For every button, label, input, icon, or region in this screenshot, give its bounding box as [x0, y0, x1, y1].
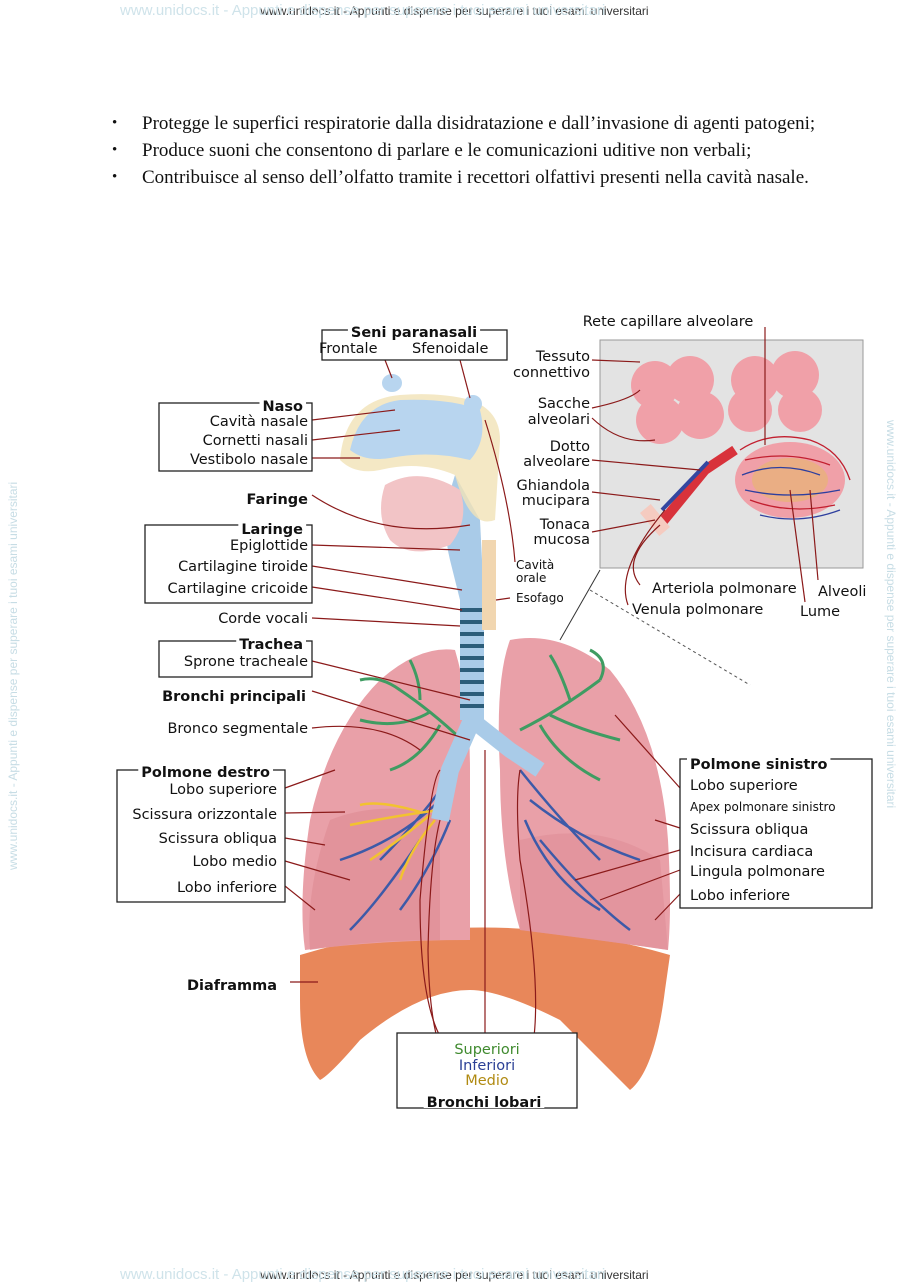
laringe-title: Laringe	[241, 522, 303, 538]
ghiandola-label: mucipara	[522, 493, 590, 509]
bronchi-lobari-title: Bronchi lobari	[427, 1095, 542, 1111]
diaphragm	[300, 927, 670, 1090]
venula-label: Venula polmonare	[632, 602, 763, 618]
lume-label: Lume	[800, 604, 840, 620]
bronchi-inferiori-label: Inferiori	[459, 1058, 515, 1074]
polmone-destro-title: Polmone destro	[141, 765, 270, 781]
naso-box	[158, 402, 313, 472]
polmone-destro-item: Lobo superiore	[169, 782, 277, 798]
dotto-label: Dotto	[550, 439, 590, 455]
seni-sfenoidale: Sfenoidale	[412, 341, 488, 357]
naso-item: Cavità nasale	[210, 414, 308, 430]
faringe-label: Faringe	[247, 492, 309, 508]
anatomy-drawing	[300, 339, 864, 1090]
tonaca-label: Tonaca	[539, 517, 590, 533]
polmone-destro-item: Scissura obliqua	[159, 831, 277, 847]
polmone-sinistro-title: Polmone sinistro	[690, 757, 827, 773]
polmone-destro-item: Scissura orizzontale	[132, 807, 277, 823]
polmone-sinistro-item: Lingula polmonare	[690, 864, 825, 880]
tonaca-label: mucosa	[533, 532, 590, 548]
naso-item: Cornetti nasali	[203, 433, 308, 449]
seni-title: Seni paranasali	[351, 325, 477, 341]
arteriola-label: Arteriola polmonare	[652, 581, 797, 597]
corde-vocali-label: Corde vocali	[218, 611, 308, 627]
bronchi-medio-label: Medio	[465, 1073, 509, 1089]
naso-title: Naso	[262, 399, 303, 415]
laringe-box	[144, 524, 313, 604]
watermark-top: www.unidocs.it - Appunti e dispense per …	[120, 2, 606, 19]
bullet-item: Produce suoni che consentono di parlare …	[112, 137, 832, 164]
polmone-sinistro-box	[679, 758, 873, 909]
tessuto-label: Tessuto	[535, 349, 590, 365]
page-header: www.unidocs.it - Appunti e dispense per …	[260, 4, 649, 18]
dotto-label: alveolare	[523, 454, 590, 470]
laringe-item: Cartilagine cricoide	[167, 581, 308, 597]
polmone-sinistro-item: Lobo inferiore	[690, 888, 790, 904]
cavita-orale-label: orale	[516, 571, 546, 585]
naso-item: Vestibolo nasale	[190, 452, 308, 468]
sacche-label: Sacche	[538, 396, 590, 412]
ghiandola-label: Ghiandola	[516, 478, 590, 494]
sacche-label: alveolari	[528, 412, 590, 428]
tessuto-label: connettivo	[513, 365, 590, 381]
bullet-item: Protegge le superfici respiratorie dalla…	[112, 110, 832, 137]
bullet-list: Protegge le superfici respiratorie dalla…	[112, 110, 832, 191]
watermark-bottom: www.unidocs.it - Appunti e dispense per …	[120, 1266, 606, 1283]
alveoli-label: Alveoli	[818, 584, 866, 600]
seni-frontale: Frontale	[319, 341, 378, 357]
polmone-sinistro-item: Apex polmonare sinistro	[690, 800, 836, 814]
esofago-label: Esofago	[516, 591, 564, 605]
polmone-destro-box	[116, 769, 286, 903]
laringe-item: Epiglottide	[230, 538, 308, 554]
respiratory-system-diagram: Seni paranasali Frontale Sfenoidale Naso…	[116, 314, 873, 1111]
rete-capillare-label: Rete capillare alveolare	[583, 314, 754, 330]
bronchi-principali-label: Bronchi principali	[162, 689, 306, 705]
polmone-destro-item: Lobo medio	[192, 854, 277, 870]
page-footer: www.unidocs.it - Appunti e dispense per …	[260, 1268, 649, 1282]
diaframma-label: Diaframma	[187, 978, 277, 994]
polmone-sinistro-item: Scissura obliqua	[690, 822, 808, 838]
polmone-sinistro-item: Incisura cardiaca	[690, 844, 813, 860]
trachea-title: Trachea	[239, 637, 303, 653]
bullet-item: Contribuisce al senso dell’olfatto trami…	[112, 164, 832, 191]
cavita-orale-label: Cavità	[516, 558, 554, 572]
laringe-item: Cartilagine tiroide	[178, 559, 308, 575]
bronchi-superiori-label: Superiori	[454, 1042, 519, 1058]
polmone-destro-item: Lobo inferiore	[177, 880, 277, 896]
trachea-item: Sprone tracheale	[184, 654, 308, 670]
bronco-segmentale-label: Bronco segmentale	[167, 721, 308, 737]
polmone-sinistro-item: Lobo superiore	[690, 778, 798, 794]
